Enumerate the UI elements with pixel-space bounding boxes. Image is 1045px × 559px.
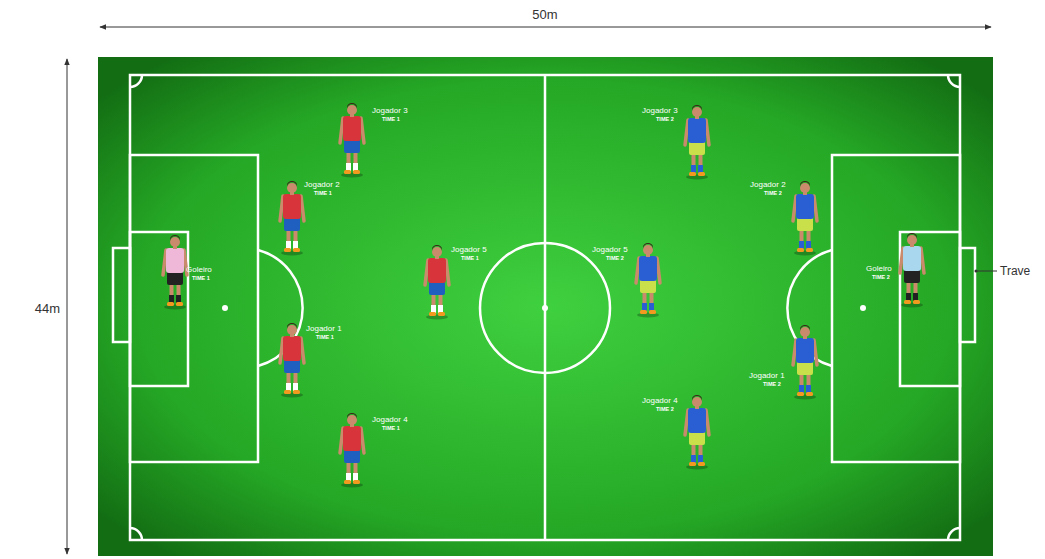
player-label: Jogador 4	[372, 416, 408, 424]
player-label: Goleiro	[186, 266, 212, 274]
pitch	[98, 57, 993, 556]
dimension-line	[100, 27, 991, 28]
team-label: TIME 2	[764, 191, 782, 197]
team-label: TIME 1	[314, 191, 332, 197]
dimension-line	[67, 59, 68, 554]
pitch-lines	[113, 75, 975, 540]
player-figure	[636, 243, 660, 318]
player-label: Jogador 5	[592, 246, 628, 254]
player-figure	[685, 105, 709, 180]
player-figure	[340, 413, 364, 488]
player-figure	[793, 181, 817, 256]
player-figure	[685, 395, 709, 470]
player-figure	[280, 181, 304, 256]
player-label: Jogador 3	[642, 107, 678, 115]
player-figure	[900, 233, 924, 308]
team-label: TIME 1	[382, 117, 400, 123]
team-label: TIME 2	[656, 117, 674, 123]
team-label: TIME 2	[763, 382, 781, 388]
player-label: Goleiro	[866, 265, 892, 273]
goalpost-label: Trave	[1000, 265, 1030, 277]
spots	[222, 305, 866, 311]
leader-line	[976, 271, 997, 272]
player-label: Jogador 1	[749, 372, 785, 380]
team-label: TIME 2	[872, 275, 890, 281]
leader-dot	[975, 270, 978, 273]
player-label: Jogador 3	[372, 107, 408, 115]
player-figure	[340, 103, 364, 178]
dimension-label: 44m	[35, 302, 60, 315]
team-label: TIME 1	[461, 256, 479, 262]
player-label: Jogador 5	[451, 246, 487, 254]
player-figure	[425, 245, 449, 320]
team-label: TIME 2	[606, 256, 624, 262]
team-label: TIME 1	[192, 276, 210, 282]
team-label: TIME 1	[316, 335, 334, 341]
player-figure	[163, 235, 187, 310]
dimension-label: 50m	[532, 8, 557, 21]
player-figure	[280, 323, 304, 398]
team-label: TIME 2	[656, 407, 674, 413]
team-label: TIME 1	[382, 426, 400, 432]
player-figure	[793, 325, 817, 400]
player-label: Jogador 1	[306, 325, 342, 333]
player-label: Jogador 2	[304, 181, 340, 189]
players	[163, 103, 924, 488]
player-label: Jogador 4	[642, 397, 678, 405]
player-label: Jogador 2	[750, 181, 786, 189]
